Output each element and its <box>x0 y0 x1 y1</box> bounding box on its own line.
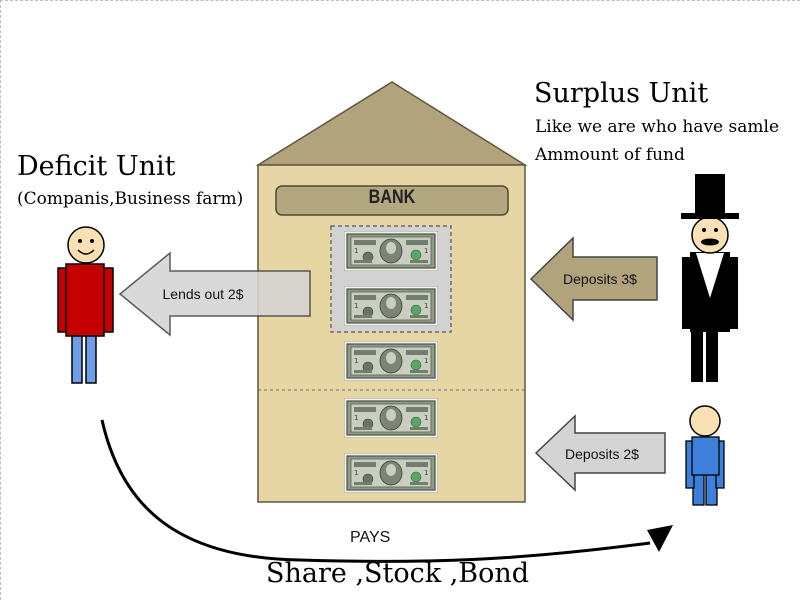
deficit-unit-title: Deficit Unit <box>17 151 176 182</box>
surplus-person-icon <box>681 174 739 382</box>
banknote-icon <box>344 398 438 438</box>
lends-arrow-label: Lends out 2$ <box>162 286 244 302</box>
banknote-icon <box>344 453 438 493</box>
deposit-arrow-top-label: Deposits 3$ <box>563 271 637 287</box>
banknote-icon <box>344 341 438 381</box>
surplus-unit-description-line1: Like we are who have samle <box>535 117 780 137</box>
deficit-unit-subtitle: (Companis,Business farm) <box>17 189 244 209</box>
deposit-arrow-top <box>529 236 658 322</box>
bank-building-icon <box>255 81 528 503</box>
bank-body <box>257 164 526 503</box>
bank-roof <box>255 81 528 166</box>
pays-label: PAYS <box>350 529 391 546</box>
share-stock-bond-label: Share ,Stock ,Bond <box>266 558 530 589</box>
lends-arrow <box>118 251 311 337</box>
deposit-arrow-bottom-label: Deposits 2$ <box>565 446 639 462</box>
pays-arrow-head <box>647 525 673 552</box>
bank-label: BANK <box>368 187 416 208</box>
banknote-icon <box>344 286 438 326</box>
banknote-icon <box>344 231 438 271</box>
surplus-unit-title: Surplus Unit <box>534 78 709 109</box>
bank-sign <box>275 185 509 216</box>
depositor-person-icon <box>685 405 725 506</box>
deficit-person-icon <box>57 226 114 384</box>
surplus-unit-description-line2: Ammount of fund <box>535 145 685 165</box>
deposit-arrow-bottom <box>534 414 666 492</box>
pays-curve-arrow <box>100 419 651 563</box>
